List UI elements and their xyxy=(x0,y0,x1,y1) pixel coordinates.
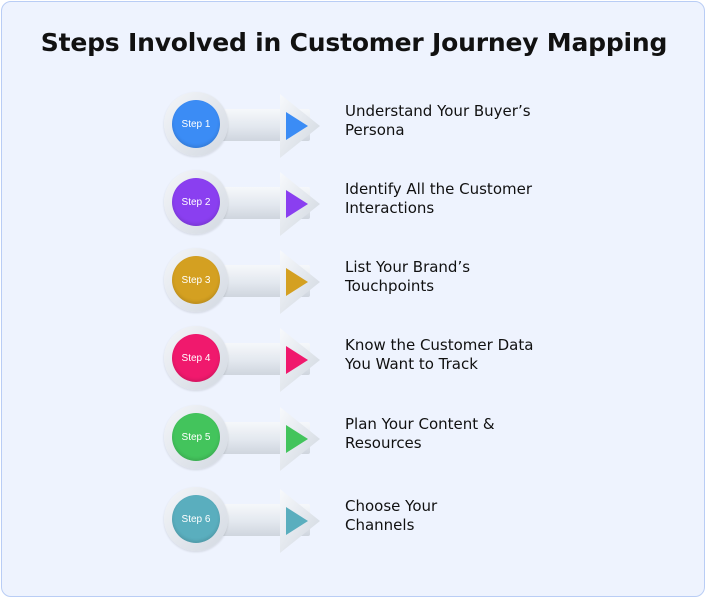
arrow-icon xyxy=(280,94,320,158)
step-description: Plan Your Content & Resources xyxy=(345,415,575,453)
step-text-line: Know the Customer Data xyxy=(345,336,534,354)
step-badge-label: Step 4 xyxy=(181,352,211,364)
step-badge: Step 2 xyxy=(172,178,220,226)
step-badge: Step 1 xyxy=(172,100,220,148)
page-title: Steps Involved in Customer Journey Mappi… xyxy=(40,28,668,57)
step-text-line: Plan Your Content & xyxy=(345,415,495,433)
step-badge-label: Step 6 xyxy=(181,513,211,525)
arrow-icon xyxy=(280,407,320,471)
step-description: Understand Your Buyer’s Persona xyxy=(345,102,575,140)
step-text-line: List Your Brand’s xyxy=(345,258,471,276)
step-badge-label: Step 5 xyxy=(181,431,211,443)
step-text-line: Resources xyxy=(345,434,422,452)
step-description: Identify All the Customer Interactions xyxy=(345,180,575,218)
step-5: Step 5 Plan Your Content & Resources xyxy=(160,405,580,473)
step-3: Step 3 List Your Brand’s Touchpoints xyxy=(160,248,580,316)
step-badge: Step 3 xyxy=(172,256,220,304)
arrow-icon xyxy=(280,172,320,236)
step-badge: Step 5 xyxy=(172,413,220,461)
arrow-icon xyxy=(280,328,320,392)
step-text-line: Touchpoints xyxy=(345,277,435,295)
step-4: Step 4 Know the Customer Data You Want t… xyxy=(160,326,580,394)
step-description: List Your Brand’s Touchpoints xyxy=(345,258,575,296)
step-text-line: Channels xyxy=(345,516,415,534)
step-2: Step 2 Identify All the Customer Interac… xyxy=(160,170,580,238)
arrow-icon xyxy=(280,250,320,314)
step-text-line: You Want to Track xyxy=(345,355,478,373)
step-description: Know the Customer Data You Want to Track xyxy=(345,336,575,374)
step-badge: Step 6 xyxy=(172,495,220,543)
step-description: Choose Your Channels xyxy=(345,497,575,535)
step-1: Step 1 Understand Your Buyer’s Persona xyxy=(160,92,580,160)
step-text-line: Understand Your Buyer’s xyxy=(345,102,531,120)
step-badge: Step 4 xyxy=(172,334,220,382)
step-badge-label: Step 1 xyxy=(181,118,211,130)
step-text-line: Persona xyxy=(345,121,405,139)
step-text-line: Choose Your xyxy=(345,497,438,515)
step-badge-label: Step 3 xyxy=(181,274,211,286)
step-text-line: Identify All the Customer xyxy=(345,180,533,198)
step-badge-label: Step 2 xyxy=(181,196,211,208)
arrow-icon xyxy=(280,489,320,553)
step-text-line: Interactions xyxy=(345,199,435,217)
step-6: Step 6 Choose Your Channels xyxy=(160,487,580,555)
